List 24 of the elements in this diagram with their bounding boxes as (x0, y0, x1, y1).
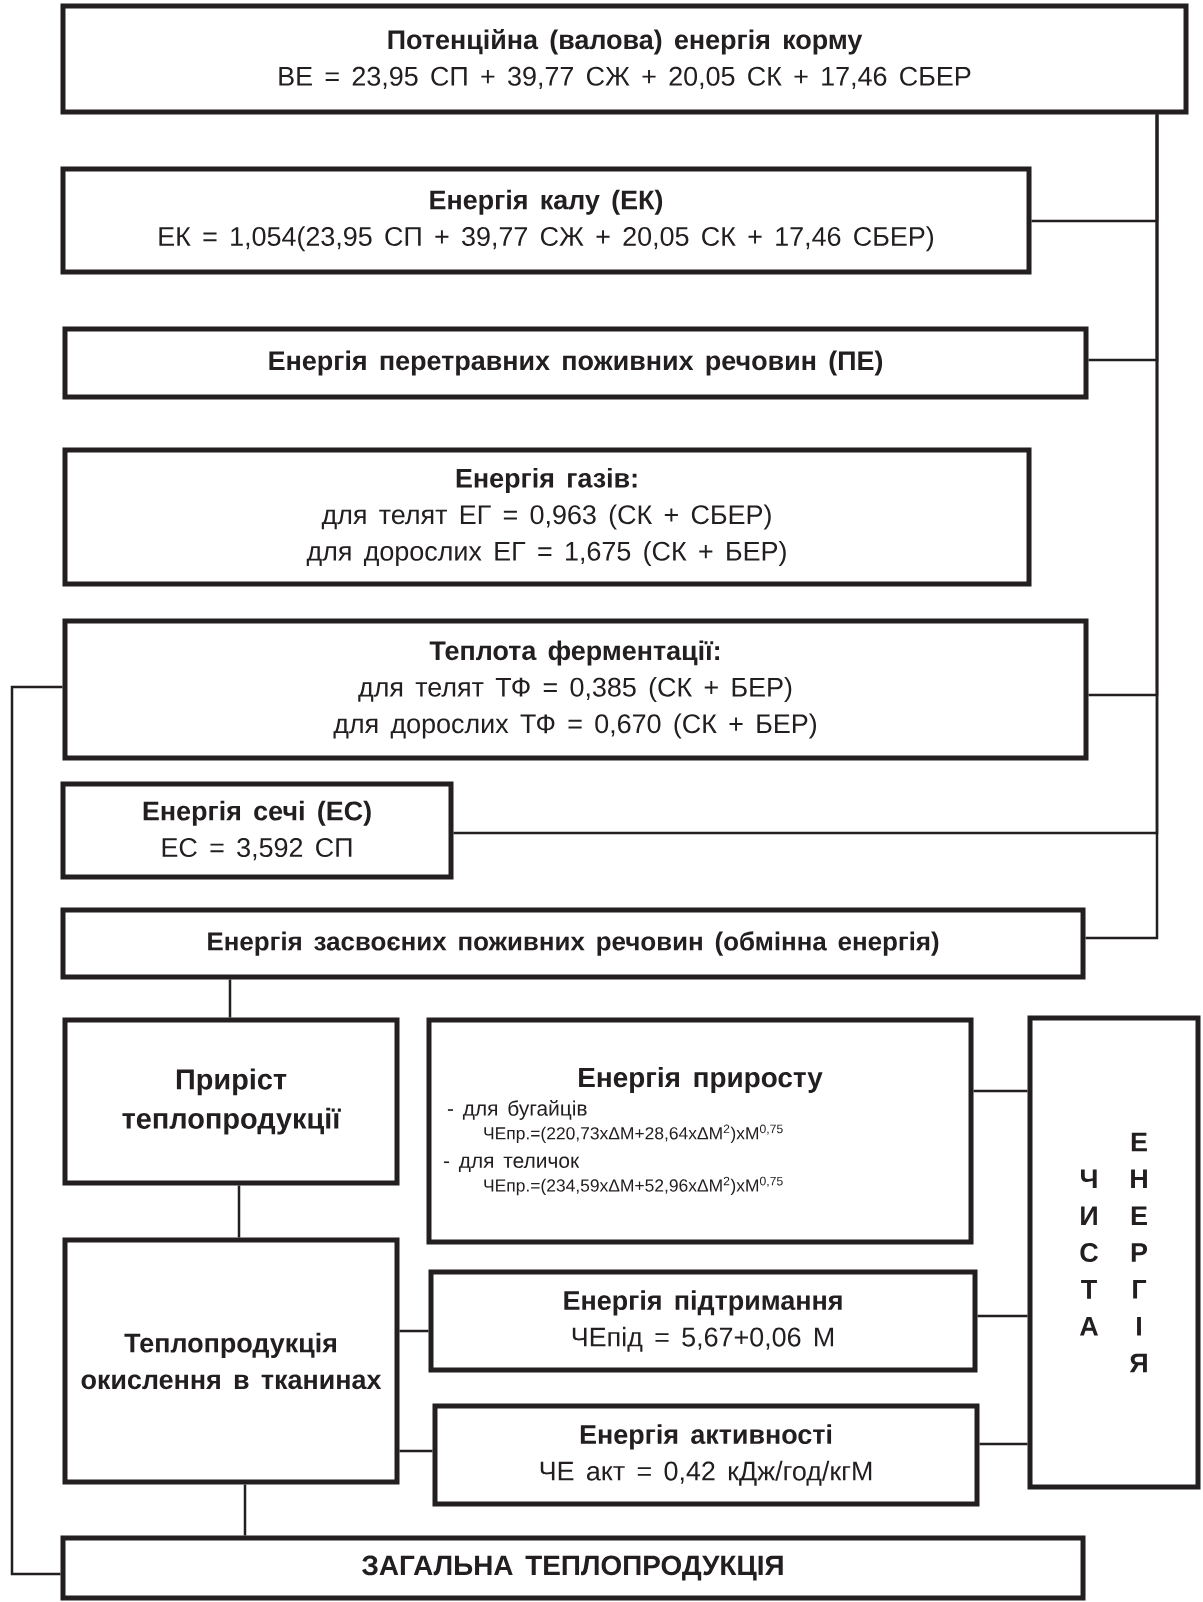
connector-line (228, 979, 232, 1018)
formula-box: Теплота ферментації: для телят ТФ = 0,385 (СК + БЕР) для дорослих ТФ = 0,670 (СК + БЕР) (62, 618, 1089, 761)
formula-box: Енергія перетравних поживних речовин (ПЕ) (62, 326, 1089, 400)
formula-box: Енергія газів: для телят ЕГ = 0,963 (СК + СБЕР) для дорослих ЕГ = 1,675 (СК + БЕР) (62, 447, 1032, 587)
connector-line (399, 1329, 429, 1333)
connector-line (1085, 114, 1159, 940)
formula-box: Енергія активності ЧЕ акт = 0,42 кДж/год/кгМ (432, 1403, 980, 1507)
process-box: ЗАГАЛЬНА ТЕПЛОПРОДУКЦІЯ (60, 1535, 1086, 1601)
connector-line (237, 1185, 241, 1238)
connector-line (977, 1314, 1028, 1318)
process-box: ЧИСТА ЕНЕРГІЯ (1027, 1015, 1201, 1490)
formula-box: Енергія калу (ЕК) ЕК = 1,054(23,95 СП + 39,77 СЖ + 20,05 СК + 17,46 СБЕР) (60, 166, 1032, 275)
connector-line (979, 1442, 1028, 1446)
formula-box: Потенційна (валова) енергія корму ВЕ = 23,95 СП + 39,77 СЖ + 20,05 СК + 17,46 СБЕР (60, 3, 1189, 115)
connector-line (973, 1089, 1028, 1093)
process-box: Приріст теплопродукції (62, 1017, 400, 1186)
connector-line (10, 685, 63, 1576)
connector-line (243, 1484, 247, 1536)
connector-line (399, 1449, 433, 1453)
formula-box: Енергія приросту - для бугайців ЧЕпр.=(220,73хΔМ+28,64хΔМ$^{2}$)хМ$^{0,75}$ - для теличок ЧЕпр.=(234,59хΔМ+52,96хΔМ$^{2}$)хМ$^{0,75}$ (426, 1017, 974, 1245)
process-box: Теплопродукція окислення в тканинах (62, 1237, 400, 1485)
formula-box: Енергія підтримання ЧЕпід = 5,67+0,06 М (428, 1269, 978, 1373)
formula-box: Енергія засвоєних поживних речовин (обмінна енергія) (60, 907, 1086, 980)
formula-box: Енергія сечі (ЕС) ЕС = 3,592 СП (60, 781, 454, 880)
